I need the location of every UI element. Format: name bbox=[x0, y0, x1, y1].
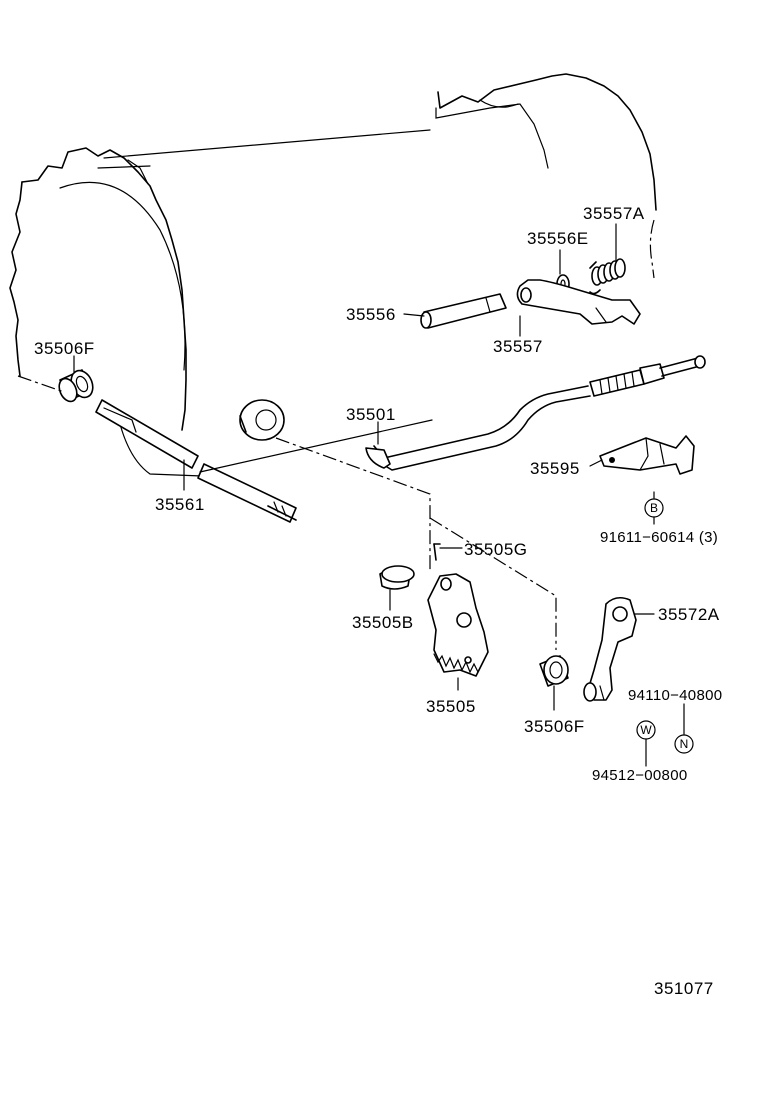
spring-35557a bbox=[589, 223, 626, 295]
badge-n: N bbox=[680, 737, 689, 751]
shaft-35556 bbox=[403, 293, 507, 329]
label-35505: 35505 bbox=[426, 697, 476, 716]
label-35595: 35595 bbox=[530, 459, 580, 478]
lever-35572a bbox=[583, 596, 655, 702]
label-35557a: 35557A bbox=[583, 204, 645, 223]
label-35556e: 35556E bbox=[527, 229, 589, 248]
label-94110: 94110−40800 bbox=[628, 687, 722, 704]
label-94512: 94512−00800 bbox=[592, 767, 687, 784]
transmission-housing bbox=[9, 73, 657, 477]
label-35501: 35501 bbox=[346, 405, 396, 424]
pin-35505g bbox=[433, 543, 463, 561]
nut-badges: N W bbox=[636, 703, 694, 767]
label-35556: 35556 bbox=[346, 305, 396, 324]
seal-35506f-bottom bbox=[539, 655, 569, 711]
seal-35506f-top bbox=[58, 355, 94, 403]
label-91611: 91611−60614 (3) bbox=[600, 529, 718, 546]
plate-35505 bbox=[427, 573, 489, 691]
part-labels: 35557A 35556E 35556 35557 35506F 35501 3… bbox=[34, 204, 722, 998]
seal-middle bbox=[239, 399, 557, 650]
label-35506f-top: 35506F bbox=[34, 339, 95, 358]
bracket-35595 bbox=[589, 435, 695, 499]
label-35505b: 35505B bbox=[352, 613, 414, 632]
rod-35501 bbox=[365, 355, 706, 471]
bushing-35505b bbox=[379, 565, 415, 611]
lever-35557 bbox=[516, 279, 641, 337]
label-35561: 35561 bbox=[155, 495, 205, 514]
badge-b: B bbox=[650, 501, 658, 515]
badge-w: W bbox=[640, 723, 652, 737]
label-35572a: 35572A bbox=[658, 605, 720, 624]
figure-number: 351077 bbox=[654, 979, 714, 998]
label-35557: 35557 bbox=[493, 337, 543, 356]
label-35506f-bottom: 35506F bbox=[524, 717, 585, 736]
label-35505g: 35505G bbox=[464, 540, 528, 559]
bolt-badge-b: B bbox=[644, 498, 664, 525]
shaft-35561 bbox=[17, 375, 433, 523]
